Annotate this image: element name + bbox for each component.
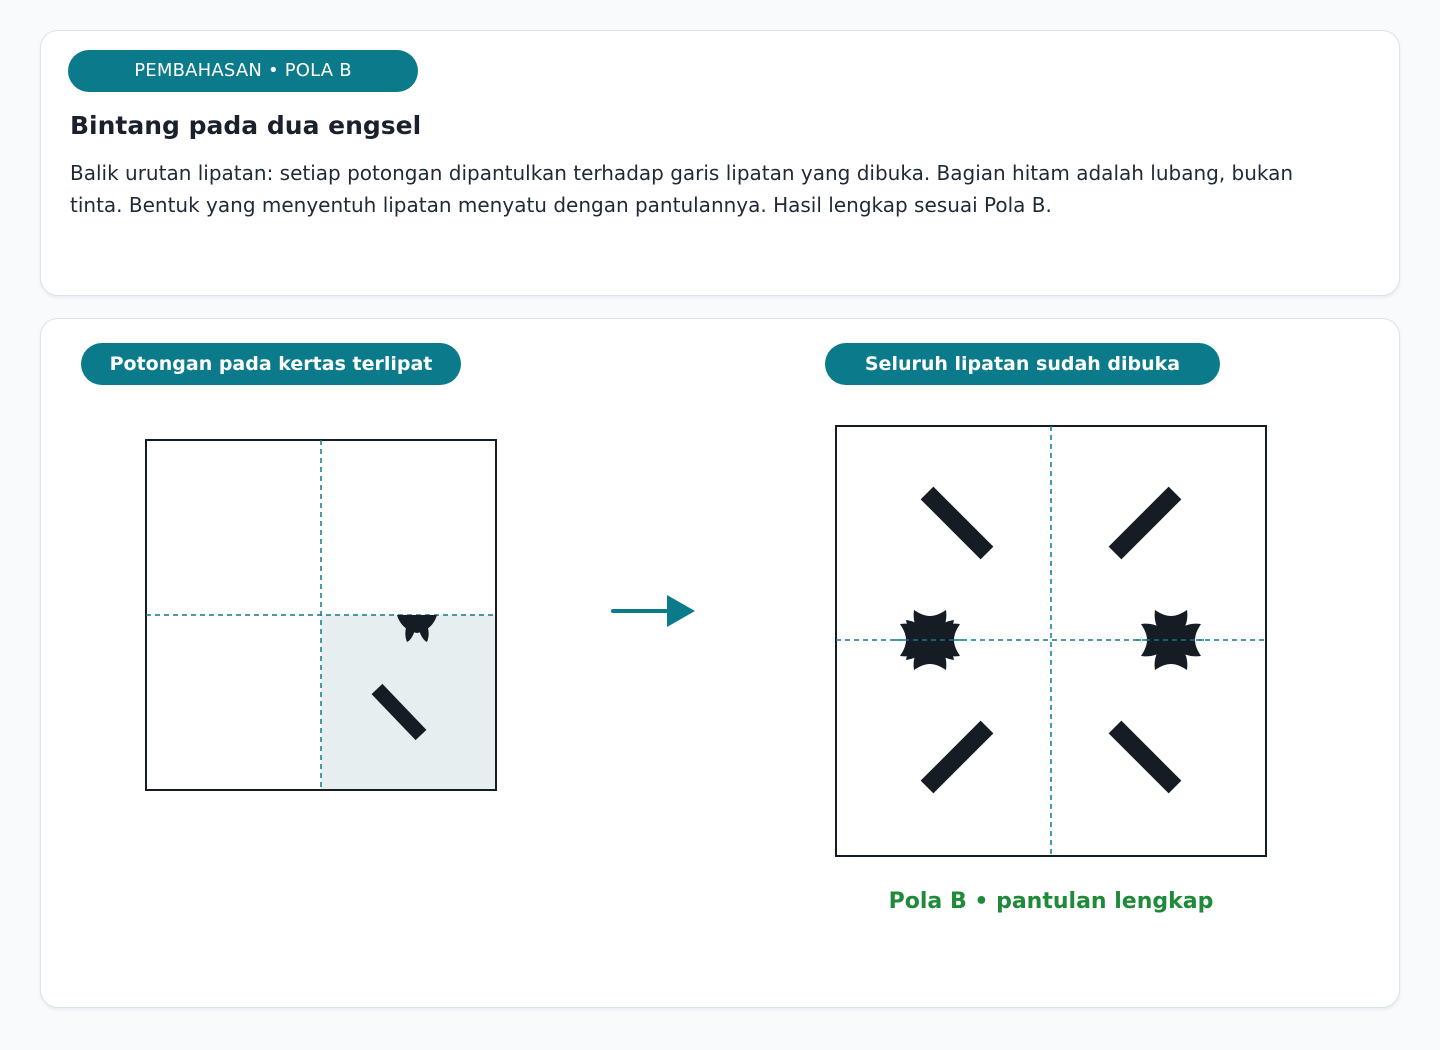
section-badge: PEMBAHASAN • POLA B [68, 50, 418, 92]
diagram-card: Potongan pada kertas terlipat Seluruh li… [40, 318, 1400, 1008]
folded-paper-label: Potongan pada kertas terlipat [81, 343, 461, 385]
arrow-right-icon [611, 595, 695, 627]
slit-cut [371, 683, 427, 741]
unfolded-paper-label: Seluruh lipatan sudah dibuka [825, 343, 1220, 385]
explanation-card: PEMBAHASAN • POLA B Bintang pada dua eng… [40, 30, 1400, 296]
half-star-cut [397, 615, 437, 642]
page-title: Bintang pada dua engsel [70, 111, 422, 140]
slit-hole-bottom-right [1108, 720, 1182, 794]
result-caption: Pola B • pantulan lengkap [888, 889, 1214, 914]
unfolded-paper-diagram [835, 425, 1267, 857]
folded-quadrant-shade [321, 615, 496, 790]
slit-hole-top-left [920, 486, 994, 560]
folded-paper-diagram [145, 439, 497, 791]
explanation-text: Balik urutan lipatan: setiap potongan di… [70, 161, 1294, 217]
slit-hole-top-right [1108, 486, 1182, 560]
slit-hole-bottom-left [920, 720, 994, 794]
star-hole-left [900, 610, 960, 670]
